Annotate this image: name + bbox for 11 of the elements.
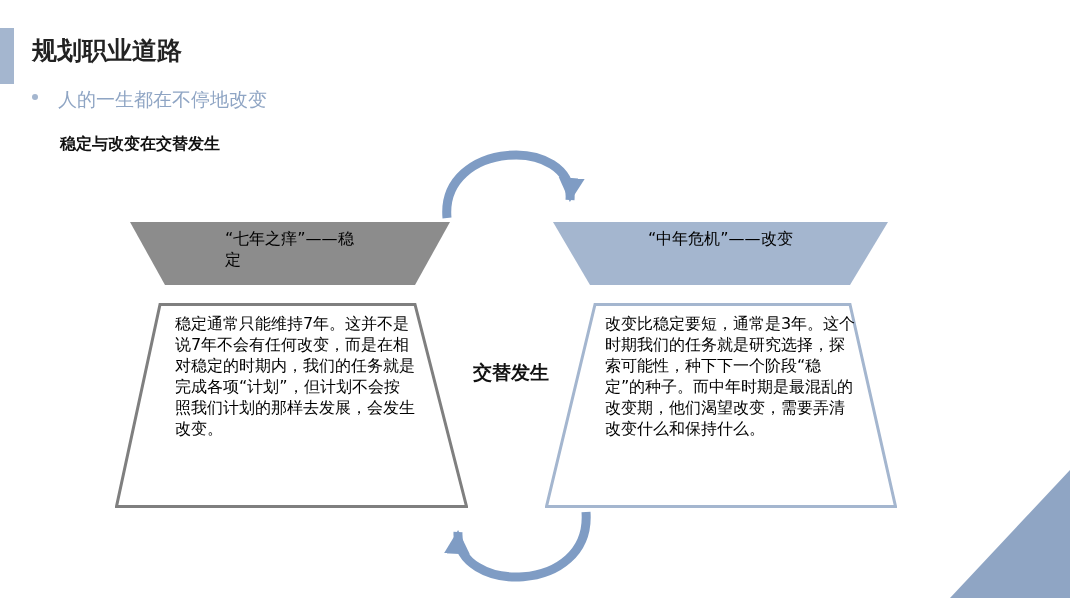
header-trapezoid: [553, 222, 888, 285]
body-text: 改变比稳定要短，通常是3年。这个时期我们的任务就是研究选择，探索可能性，种下下一个阶段“稳定”的种子。而中年时期是最混乱的改变期，他们渴望改变，需要弄清改变什么和保持什么。: [605, 314, 857, 440]
header-text: “中年危机”——改变: [648, 229, 793, 250]
text-trapezoid: [115, 303, 468, 508]
header-trapezoid: [130, 222, 450, 285]
header-text: “七年之痒”——稳定: [225, 229, 355, 271]
center-text: 交替发生: [473, 360, 549, 385]
body-text: 稳定通常只能维持7年。这并不是说7年不会有任何改变，而是在相对稳定的时期内，我们的任务就是完成各项“计划”，但计划不会按照我们计划的那样去发展，会发生改变。: [175, 314, 415, 440]
title: 规划职业道路: [32, 35, 182, 67]
subheading: 稳定与改变在交替发生: [60, 134, 220, 155]
bullet-text: 人的一生都在不停地改变: [58, 87, 267, 112]
